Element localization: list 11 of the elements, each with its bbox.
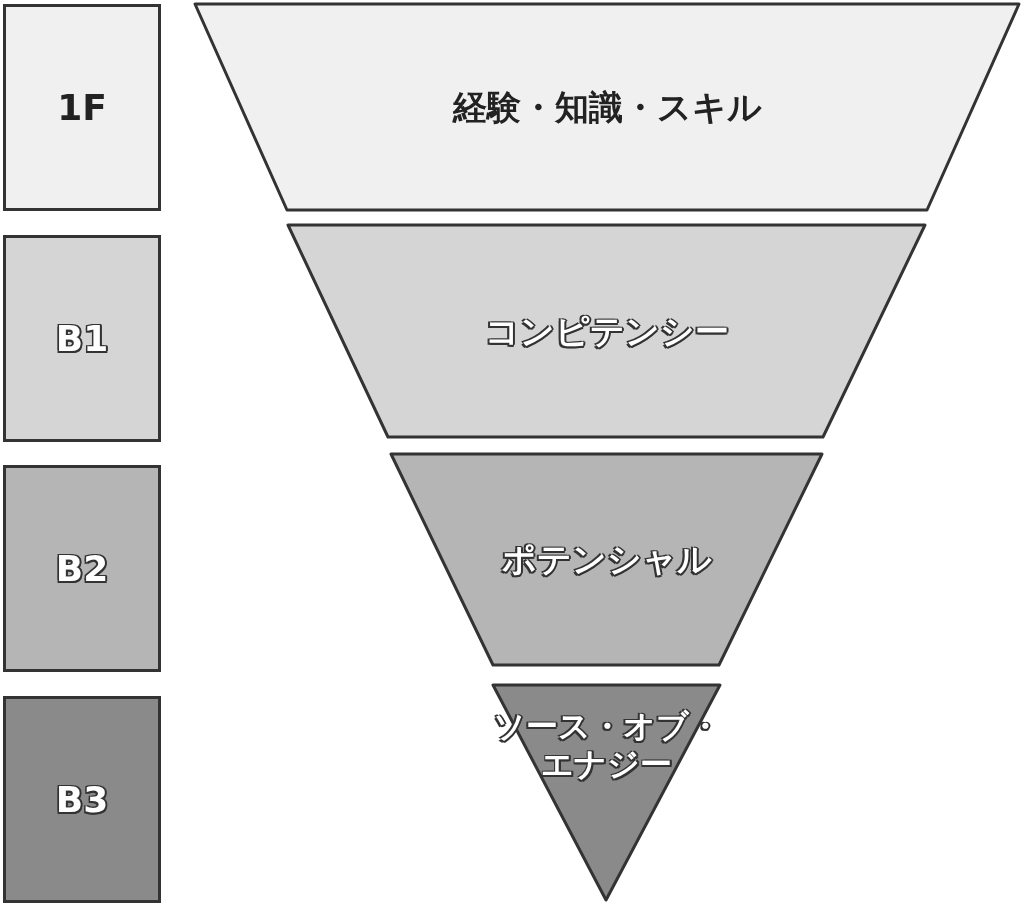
floor-label: 1F [57, 85, 107, 130]
tier-label: コンピテンシー [484, 310, 729, 352]
floor-label: B2 [55, 546, 109, 591]
floor-label: B1 [55, 316, 109, 361]
floor-box [3, 4, 161, 211]
tier-label: 経験・知識・スキル [452, 86, 762, 128]
floor-box [3, 696, 161, 903]
floor-label: B3 [55, 777, 109, 822]
floor-box [3, 235, 161, 442]
floor-box [3, 465, 161, 672]
tier-label: ポテンシャル [501, 539, 712, 580]
